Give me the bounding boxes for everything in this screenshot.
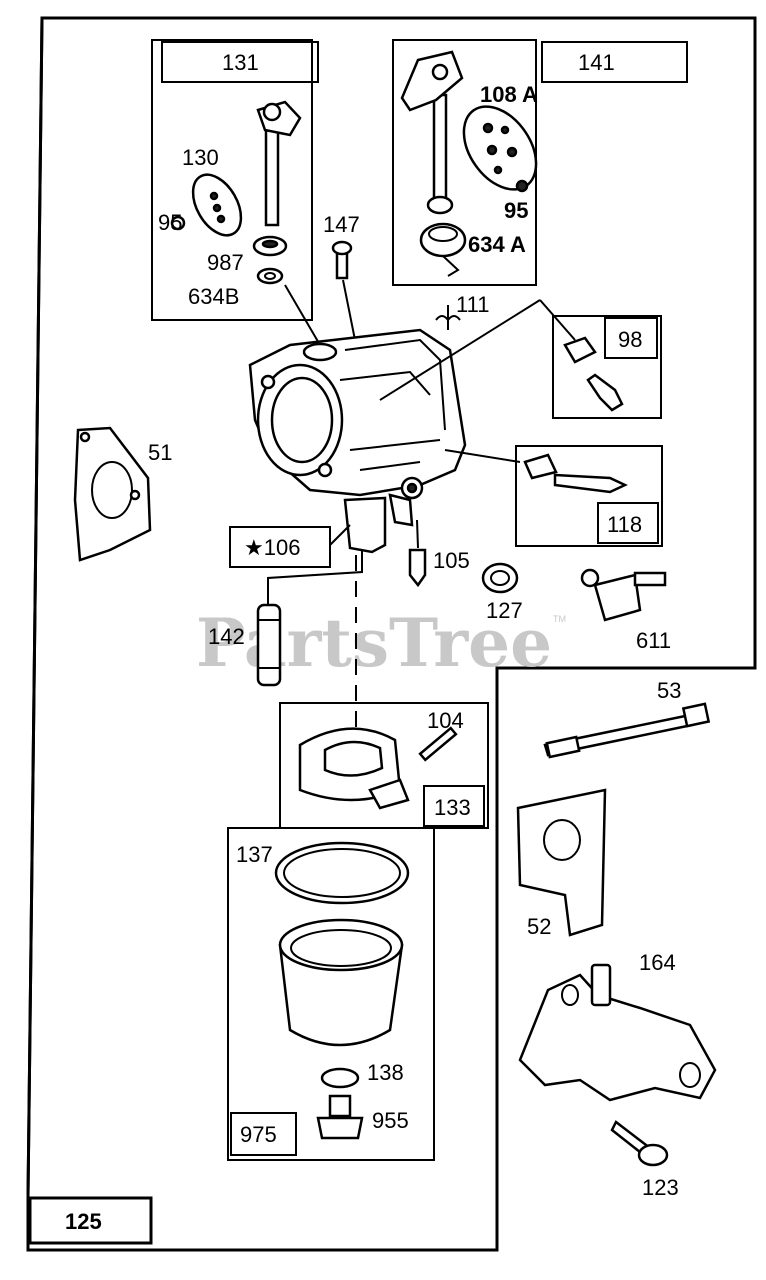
label-53[interactable]: 53 — [657, 678, 681, 703]
throttle-screw-part[interactable] — [515, 179, 529, 193]
throttle-spring-part[interactable] — [419, 222, 467, 277]
kit-box-975 — [227, 827, 435, 1161]
choke-kit-group: 131 130 95 987 634B — [151, 39, 321, 346]
watermark: PartsTree — [196, 604, 552, 682]
kit-118-group: 118 — [515, 445, 663, 547]
float-kit-group: 133 104 — [279, 702, 489, 829]
kit-label-131[interactable]: 131 — [222, 50, 259, 75]
label-634a[interactable]: 634 A — [468, 232, 526, 257]
float-part[interactable] — [298, 727, 410, 810]
clip-127-part[interactable] — [481, 562, 519, 594]
kit-label-118[interactable]: 118 — [607, 512, 642, 537]
fitting-611-part[interactable] — [580, 568, 667, 622]
diagram-frame — [26, 16, 757, 1252]
float-bowl-part[interactable] — [278, 918, 404, 1047]
label-104[interactable]: 104 — [427, 708, 464, 733]
manifold-164-part[interactable] — [518, 963, 717, 1102]
kit-label-975[interactable]: 975 — [240, 1122, 277, 1147]
screw-147-part[interactable] — [331, 240, 353, 280]
kit-box-106 — [229, 526, 331, 568]
kit-label-141[interactable]: 141 — [578, 50, 615, 75]
choke-screw-part[interactable] — [170, 215, 186, 231]
kit-label-125[interactable]: 125 — [65, 1209, 102, 1234]
mixture-screw-part[interactable] — [523, 453, 628, 494]
label-111[interactable]: 111 — [456, 292, 489, 317]
kit-label-133[interactable]: 133 — [434, 795, 471, 820]
label-634b[interactable]: 634B — [188, 284, 239, 309]
throttle-plate-part[interactable] — [449, 93, 551, 203]
needle-105-part[interactable] — [408, 548, 427, 588]
label-123[interactable]: 123 — [642, 1175, 679, 1200]
label-137[interactable]: 137 — [236, 842, 273, 867]
gasket-52-part[interactable] — [516, 788, 607, 937]
kit-box-118 — [515, 445, 663, 547]
throttle-shaft-part[interactable] — [400, 50, 464, 215]
label-142[interactable]: 142 — [208, 624, 245, 649]
bowl-gasket-137-part[interactable] — [274, 841, 410, 905]
gasket-51-part[interactable] — [73, 426, 152, 562]
kit-box-125 — [28, 1196, 153, 1245]
washer-138-part[interactable] — [320, 1067, 360, 1089]
choke-shaft-part[interactable] — [256, 100, 302, 227]
kit-box-98 — [552, 315, 662, 419]
label-955[interactable]: 955 — [372, 1108, 409, 1133]
carburetor-body-part[interactable] — [248, 328, 467, 554]
label-52[interactable]: 52 — [527, 914, 551, 939]
shaft-53-part[interactable] — [543, 702, 711, 759]
label-127[interactable]: 127 — [486, 598, 523, 623]
label-95-choke[interactable]: 95 — [158, 210, 182, 235]
label-108a[interactable]: 108 A — [480, 82, 538, 107]
label-987[interactable]: 987 — [207, 250, 244, 275]
kit-label-106[interactable]: ★106 — [244, 535, 300, 560]
float-pin-104-part[interactable] — [418, 726, 458, 762]
choke-spring-part[interactable] — [256, 267, 284, 285]
label-130[interactable]: 130 — [182, 145, 219, 170]
label-138[interactable]: 138 — [367, 1060, 404, 1085]
kit-label-98[interactable]: 98 — [618, 327, 642, 352]
throttle-kit-group: 141 108 A 95 634 A — [392, 39, 688, 286]
label-95-throttle[interactable]: 95 — [504, 198, 528, 223]
label-147[interactable]: 147 — [323, 212, 360, 237]
watermark-tm: TM — [553, 614, 566, 624]
label-611[interactable]: 611 — [636, 628, 671, 653]
bowl-nut-955-part[interactable] — [316, 1094, 364, 1140]
screw-123-part[interactable] — [610, 1120, 669, 1167]
label-51[interactable]: 51 — [148, 440, 172, 465]
tube-142-part[interactable] — [256, 603, 282, 687]
idle-screw-part[interactable] — [563, 336, 624, 412]
label-105[interactable]: 105 — [433, 548, 470, 573]
bowl-kit-group: 975 137 138 955 — [227, 827, 435, 1161]
kit-98-group: 98 — [552, 315, 662, 419]
label-164[interactable]: 164 — [639, 950, 676, 975]
